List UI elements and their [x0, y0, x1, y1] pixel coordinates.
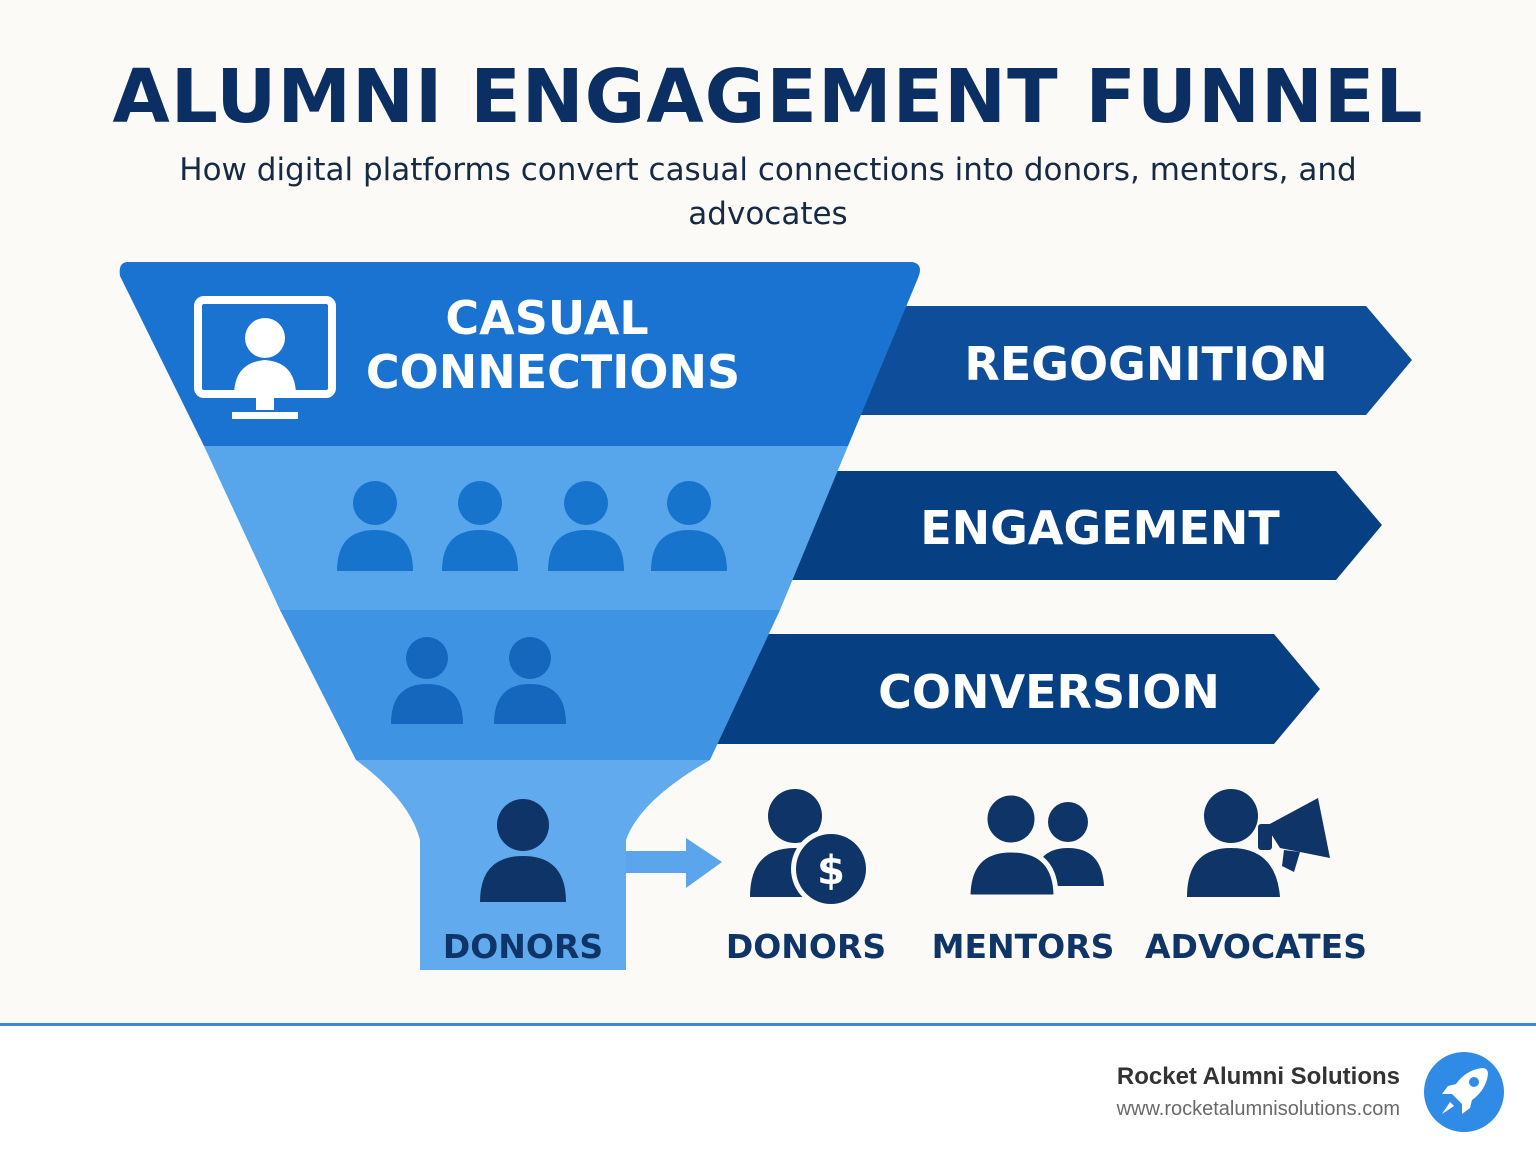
stage-banner-engagement [780, 471, 1382, 580]
computer-user-icon [194, 296, 336, 419]
footer-divider [0, 1023, 1536, 1026]
funnel-top-band [119, 262, 920, 446]
stage-label-recognition: REGOGNITION [964, 337, 1327, 391]
rocket-icon [1424, 1052, 1504, 1132]
spout-label: DONORS [443, 927, 603, 966]
stage-label-engagement: ENGAGEMENT [920, 501, 1280, 555]
person-dollar-icon: $ [750, 789, 871, 909]
svg-text:$: $ [817, 848, 845, 894]
stage-banner-conversion [700, 634, 1320, 744]
stage-banner-recognition [860, 306, 1412, 415]
page-subtitle: How digital platforms convert casual con… [179, 152, 1357, 232]
stage-label-conversion: CONVERSION [878, 665, 1220, 719]
right-arrow-icon [626, 838, 722, 888]
brand-url[interactable]: www.rocketalumnisolutions.com [1116, 1098, 1400, 1120]
spout-person-icon [480, 799, 566, 902]
top-stage-line-1: CASUAL [445, 291, 648, 345]
top-stage-line-2: CONNECTIONS [366, 345, 740, 399]
footer [0, 1026, 1536, 1154]
two-people-icon [965, 790, 1104, 900]
page-title: ALUMNI ENGAGEMENT FUNNEL [112, 54, 1424, 140]
people-group-icon [337, 481, 727, 571]
outcome-label-donors: DONORS [726, 927, 886, 966]
outcome-label-advocates: ADVOCATES [1145, 927, 1367, 966]
outcome-label-mentors: MENTORS [932, 927, 1115, 966]
brand-name: Rocket Alumni Solutions [1116, 1063, 1400, 1090]
person-megaphone-icon [1187, 789, 1330, 897]
funnel-second-band [204, 446, 848, 610]
people-pair-icon [391, 637, 566, 724]
